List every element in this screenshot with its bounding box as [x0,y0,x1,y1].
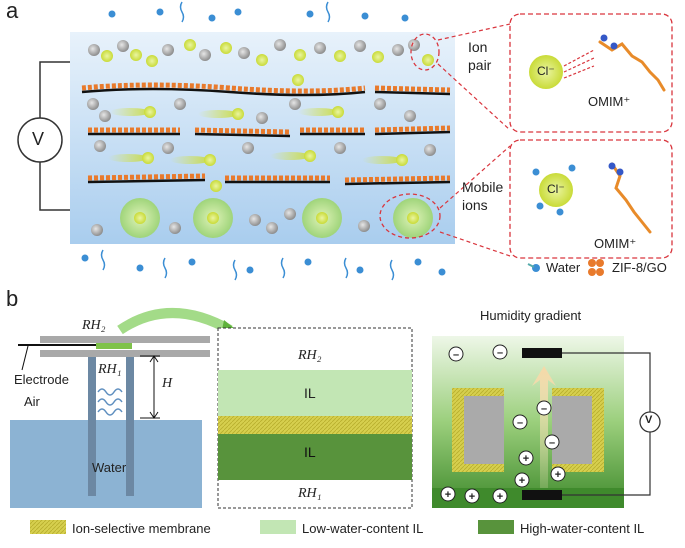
gradient-ions [440,344,566,504]
height-arrow [140,355,160,419]
water-legend-icon [527,263,540,272]
svg-text:+: + [523,453,529,465]
il-upper-label: IL [304,385,316,401]
high-il-legend-label: High-water-content IL [520,521,645,536]
svg-text:–: – [541,403,547,415]
high-il-legend-swatch [478,520,514,534]
svg-text:+: + [497,491,503,503]
cl-anion-mobile [539,173,573,207]
water-molecules [81,8,446,276]
svg-text:–: – [549,437,555,449]
ion-pair-label: Ion pair [468,39,492,73]
low-il-legend-swatch [260,520,296,534]
membrane-legend-label: Ion-selective membrane [72,521,211,536]
rh2-label-mid: RH₂ [298,348,322,363]
svg-text:–: – [453,349,459,361]
ion-pair-circle [410,33,440,71]
low-water-il-layer [218,370,412,416]
top-ion-pairs [88,39,434,67]
voltmeter-label-b: V [645,414,653,426]
zif-go-layers [81,82,451,186]
ion-flow-arrow [532,366,556,488]
hydration-waters [532,164,576,216]
vapor-arrows [100,1,395,281]
omim-molecule-bottom [610,162,652,234]
cl-label-bottom: Cl⁻ [547,182,565,196]
ion-pair-callout [509,13,673,133]
rh2-label-left: RH₂ [82,318,106,333]
height-label: H [162,376,173,391]
zif-legend-label: ZIF-8/GO [612,260,667,275]
bottom-mobile-ions [91,198,433,238]
water-reservoir [10,420,202,508]
svg-text:+: + [555,469,561,481]
omim-label-top: OMIM⁺ [588,94,631,109]
rh1-label-mid: RH₁ [298,486,322,501]
mobile-ions-ellipse [379,193,441,239]
air-label: Air [24,394,40,409]
zoom-arrow [117,308,233,335]
membrane-legend-swatch [30,520,66,534]
zif-legend-icon [588,259,604,276]
electrode-label: Electrode [14,372,69,387]
mobile-ions-callout [509,139,673,259]
cl-anion-ion-pair [529,55,563,89]
electrode-lines [18,344,106,346]
svg-text:–: – [497,347,503,359]
voltmeter-circle [17,117,63,163]
svg-text:+: + [445,489,451,501]
interlayer-ions [87,74,436,192]
bottom-electrode [522,490,562,500]
high-water-il-layer [218,434,412,480]
membrane-layer [218,416,412,434]
panel-b-figure: – – – – – + + + + + + [10,308,661,534]
svg-text:–: – [517,417,523,429]
svg-text:+: + [469,491,475,503]
rh1-label-left: RH₁ [98,362,122,377]
svg-text:+: + [519,475,525,487]
panel-b-label: b [6,286,19,311]
cl-label-top: Cl⁻ [537,64,555,78]
mobile-ions-label: Mobile ions [462,179,504,213]
top-electrode [522,348,562,358]
voltmeter-label-a: V [32,129,45,149]
il-lower-label: IL [304,444,316,460]
water-legend-label: Water [546,260,581,275]
omim-label-bottom: OMIM⁺ [594,236,637,251]
vapor-waves [97,388,123,416]
water-label-b: Water [92,460,127,475]
low-il-legend-label: Low-water-content IL [302,521,424,536]
panel-a-figure [17,1,673,281]
humidity-title: Humidity gradient [480,308,582,323]
panel-a-label: a [6,0,19,23]
